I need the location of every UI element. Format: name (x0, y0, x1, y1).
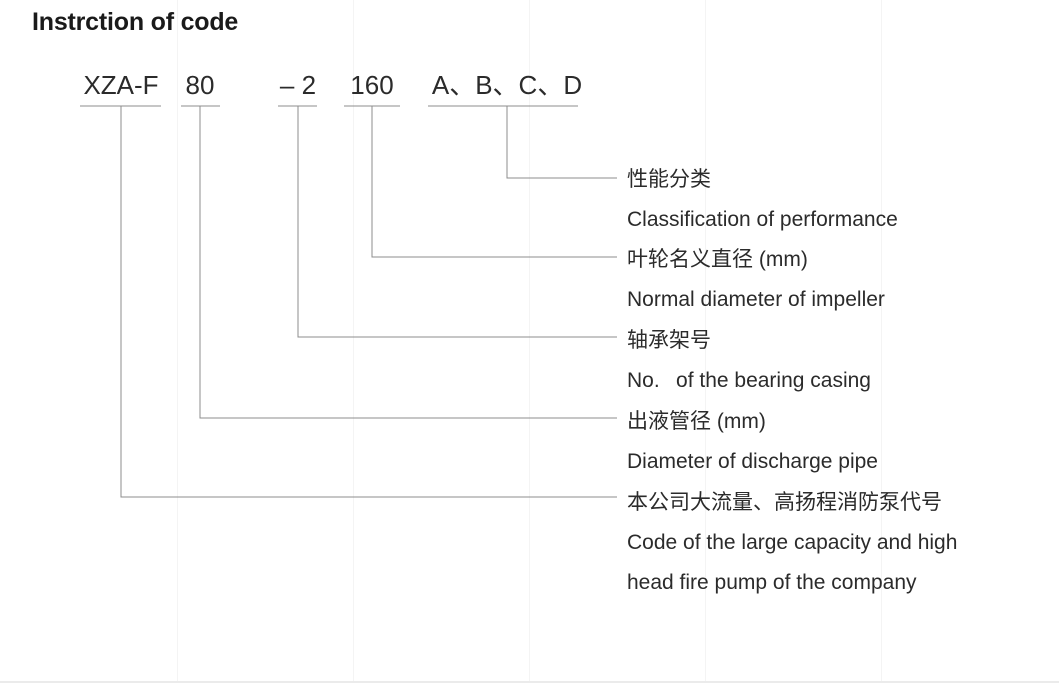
callout-cn-text: 性能分类 (627, 168, 711, 191)
page-title: Instrction of code (32, 8, 239, 36)
bottom-divider (0, 681, 1059, 683)
callout-bearing-casing-number: 轴承架号 No. of the bearing casing (627, 321, 871, 401)
callout-impeller-diameter: 叶轮名义直径 (mm) Normal diameter of impeller (627, 240, 885, 320)
callout-en-text: Code of the large capacity and high (627, 531, 958, 554)
leader-performance-classification (506, 106, 617, 179)
callout-cn-text: 轴承架号 (627, 329, 711, 352)
callout-en-text: Classification of performance (627, 208, 898, 231)
leader-impeller-diameter (371, 106, 617, 258)
leader-company-pump-code (120, 106, 617, 498)
code-segment-bearing: – 2 (279, 70, 317, 100)
scan-band (705, 0, 706, 683)
scan-band (881, 0, 882, 683)
leader-bearing-casing-number (297, 106, 617, 338)
scan-band (177, 0, 178, 683)
scan-band (353, 0, 354, 683)
callout-en-text: Diameter of discharge pipe (627, 450, 878, 473)
code-segment-performance: A、B、C、D (431, 70, 583, 100)
code-segment-model: XZA-F (83, 70, 159, 100)
scan-band (529, 0, 530, 683)
callout-discharge-pipe-diameter: 出液管径 (mm) Diameter of discharge pipe (627, 402, 878, 482)
callout-cn-text: 本公司大流量、高扬程消防泵代号 (627, 491, 942, 514)
code-segment-impeller: 160 (350, 70, 394, 100)
callout-en-text-line2: head fire pump of the company (627, 571, 917, 594)
callout-performance-classification: 性能分类 Classification of performance (627, 160, 898, 240)
callout-en-text: Normal diameter of impeller (627, 288, 885, 311)
code-segment-discharge: 80 (185, 70, 215, 100)
callout-company-pump-code: 本公司大流量、高扬程消防泵代号 Code of the large capaci… (627, 483, 957, 603)
callout-en-text: No. of the bearing casing (627, 369, 871, 392)
callout-cn-text: 叶轮名义直径 (mm) (627, 248, 808, 271)
callout-cn-text: 出液管径 (mm) (627, 410, 766, 433)
leader-discharge-pipe-diameter (199, 106, 617, 419)
